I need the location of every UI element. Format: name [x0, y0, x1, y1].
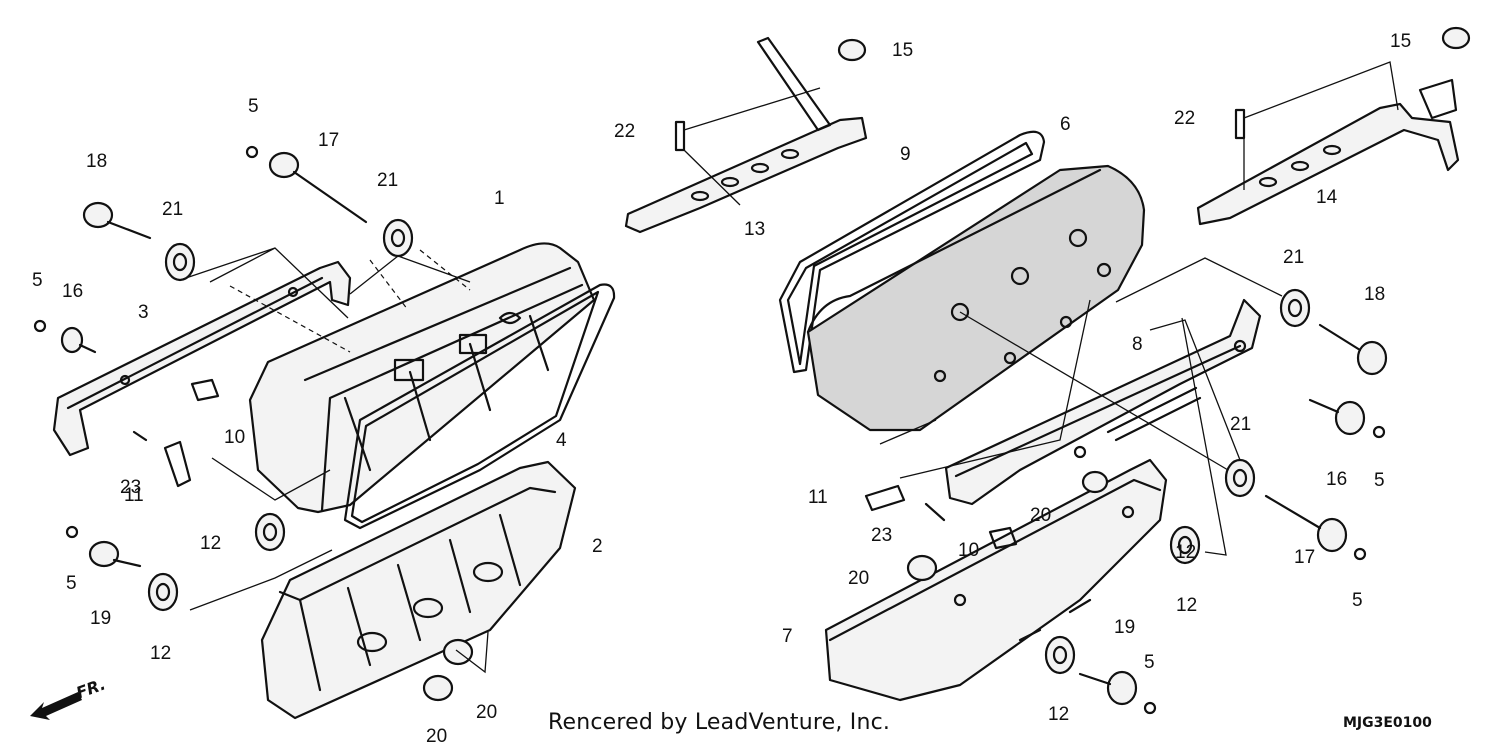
callout-22: 22 [1174, 108, 1195, 129]
callout-5: 5 [1352, 590, 1363, 611]
callout-21: 21 [377, 170, 398, 191]
left-leader-lines [179, 247, 489, 674]
callout-20: 20 [848, 568, 869, 589]
callout-13: 13 [744, 219, 765, 240]
callout-11: 11 [808, 487, 828, 508]
callout-3: 3 [138, 302, 149, 323]
callout-12: 12 [200, 533, 221, 554]
callout-5: 5 [66, 573, 77, 594]
callout-9: 9 [900, 144, 911, 165]
callout-23: 23 [120, 477, 141, 498]
callout-21: 21 [1283, 247, 1304, 268]
callout-1: 1 [494, 188, 505, 209]
callout-19: 19 [1114, 617, 1135, 638]
left-lower-cover [260, 460, 577, 720]
callout-12: 12 [1176, 595, 1197, 616]
right-case-seal [778, 130, 1046, 374]
callout-8: 8 [1132, 334, 1143, 355]
callout-5: 5 [248, 96, 259, 117]
callout-4: 4 [556, 430, 567, 451]
callout-16: 16 [1326, 469, 1347, 490]
callout-12: 12 [1175, 542, 1196, 563]
callout-15: 15 [1390, 31, 1411, 52]
callout-7: 7 [782, 626, 793, 647]
diagram-code: MJG3E0100 [1343, 715, 1432, 731]
right-trim-rail [944, 298, 1262, 506]
callout-17: 17 [318, 130, 339, 151]
left-trim-rail [52, 260, 352, 457]
callout-11: 11 [124, 485, 144, 506]
callout-10: 10 [224, 427, 245, 448]
callout-19: 19 [90, 608, 111, 629]
callout-2: 2 [592, 536, 603, 557]
callout-17: 17 [1294, 547, 1315, 568]
right-leader-lines [879, 257, 1283, 556]
callout-5: 5 [32, 270, 43, 291]
callout-22: 22 [614, 121, 635, 142]
callout-12: 12 [1048, 704, 1069, 725]
left-down-arrow-icon [30, 692, 82, 720]
callout-16: 16 [62, 281, 83, 302]
callout-5: 5 [1374, 470, 1385, 491]
right-case-shell [806, 164, 1146, 432]
callout-14: 14 [1316, 187, 1338, 208]
callout-6: 6 [1060, 114, 1071, 135]
callout-5: 5 [1144, 652, 1155, 673]
right-stay-bracket [1196, 26, 1471, 226]
center-stay-bracket [624, 36, 868, 234]
callout-21: 21 [1230, 414, 1251, 435]
callout-23: 23 [871, 525, 892, 546]
callout-20: 20 [426, 726, 447, 747]
left-hardware [33, 145, 474, 702]
callout-15: 15 [892, 40, 913, 61]
left-case-seal [343, 283, 616, 530]
callout-18: 18 [1364, 284, 1385, 305]
callout-21: 21 [162, 199, 183, 220]
right-lower-cover [824, 458, 1168, 702]
callout-10: 10 [958, 540, 979, 561]
callout-20: 20 [476, 702, 497, 723]
render-credit: Rencered by LeadVenture, Inc. [548, 710, 891, 735]
callout-18: 18 [86, 151, 107, 172]
callout-12: 12 [150, 643, 171, 664]
right-hardware [864, 288, 1388, 715]
callout-20: 20 [1030, 505, 1051, 526]
